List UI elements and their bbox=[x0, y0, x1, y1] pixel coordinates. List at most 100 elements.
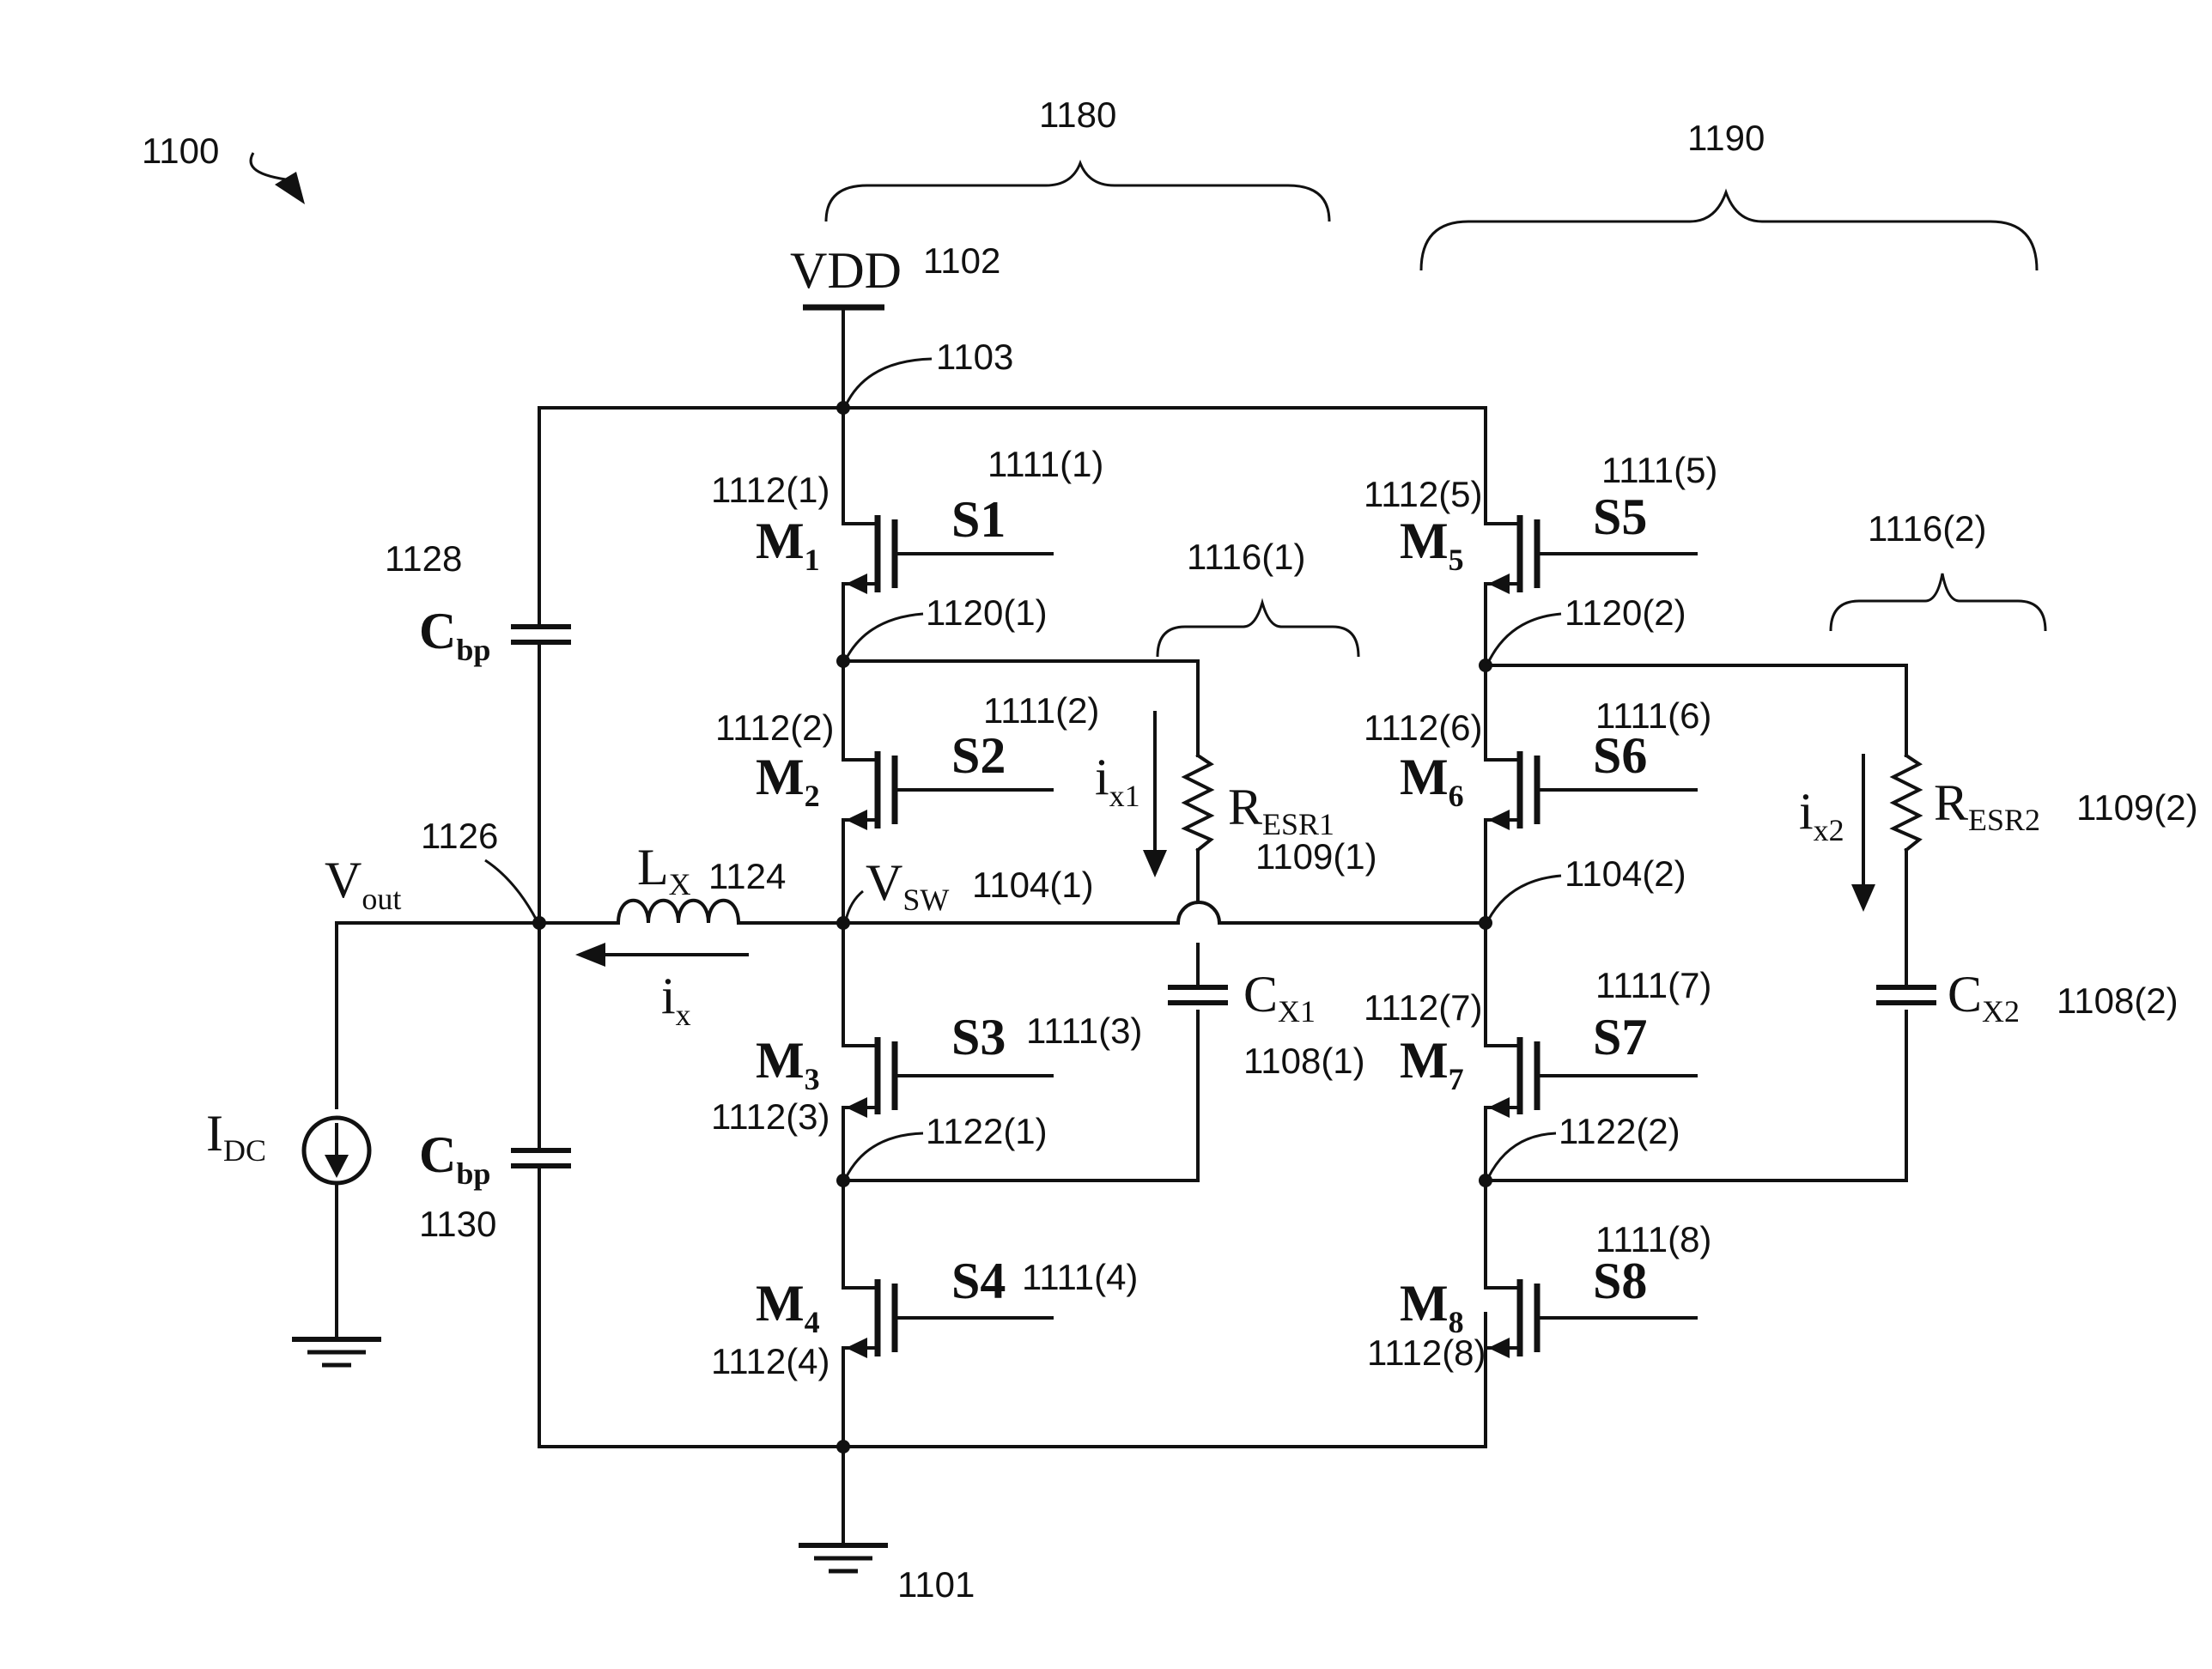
brace-1116-2 bbox=[1831, 574, 2045, 631]
cbp-bottom-label: Cbp bbox=[419, 1126, 490, 1191]
leader-1120-2 bbox=[1488, 614, 1561, 663]
capacitor-cbp-top bbox=[511, 625, 571, 642]
cbp-top-ref: 1128 bbox=[385, 538, 462, 579]
figure-arrow bbox=[251, 153, 292, 180]
cbp-top-label: Cbp bbox=[419, 603, 490, 667]
m7-label: M7 bbox=[1400, 1032, 1464, 1096]
m4-ref: 1112(4) bbox=[711, 1341, 830, 1381]
s7-label: S7 bbox=[1593, 1009, 1647, 1065]
s4-label: S4 bbox=[951, 1253, 1006, 1309]
brace-1180 bbox=[826, 163, 1329, 222]
m1-ref: 1112(1) bbox=[711, 470, 830, 510]
right-column-wire bbox=[1486, 524, 1518, 1348]
capacitor-cx1 bbox=[1168, 987, 1228, 1003]
idc-label: IDC bbox=[206, 1105, 266, 1168]
s2-ref: 1111(2) bbox=[983, 690, 1099, 731]
ix-label: ix bbox=[661, 968, 691, 1032]
s5-ref: 1111(5) bbox=[1601, 450, 1717, 490]
node-1120-2-ref: 1120(2) bbox=[1565, 592, 1686, 633]
ix-arrowhead bbox=[575, 943, 605, 967]
s1-ref: 1111(1) bbox=[988, 444, 1103, 484]
m2-label: M2 bbox=[756, 749, 820, 813]
vsw-ref: 1104(1) bbox=[972, 865, 1094, 905]
cbp-bottom-ref: 1130 bbox=[419, 1204, 496, 1244]
s3-label: S3 bbox=[951, 1009, 1006, 1065]
cx1-ref: 1108(1) bbox=[1243, 1041, 1365, 1081]
resr1-ref: 1109(1) bbox=[1255, 836, 1377, 877]
vout-label: Vout bbox=[325, 852, 401, 916]
flying-branch-2-wire bbox=[1486, 665, 1906, 1180]
vsw-label: VSW bbox=[866, 854, 949, 917]
cx2-label: CX2 bbox=[1948, 966, 2020, 1029]
transistor-m2 bbox=[846, 751, 1052, 830]
m2-ref: 1112(2) bbox=[715, 707, 835, 748]
resistor-resr1 bbox=[1185, 756, 1211, 850]
brace-1116-1-label: 1116(1) bbox=[1187, 537, 1306, 577]
ix1-arrowhead bbox=[1143, 850, 1167, 877]
junction-1104-1 bbox=[836, 916, 850, 930]
figure-ref: 1100 bbox=[142, 130, 219, 171]
capacitor-cbp-bottom bbox=[511, 1150, 571, 1168]
brace-1190-label: 1190 bbox=[1687, 118, 1765, 158]
s7-ref: 1111(7) bbox=[1595, 965, 1711, 1005]
ground-center bbox=[799, 1545, 888, 1571]
ix2-label: ix2 bbox=[1799, 783, 1844, 847]
node-1120-1-ref: 1120(1) bbox=[926, 592, 1048, 633]
leader-1104-2 bbox=[1488, 876, 1561, 920]
s5-label: S5 bbox=[1593, 489, 1647, 545]
s8-label: S8 bbox=[1593, 1253, 1647, 1309]
cx2-ref: 1108(2) bbox=[2057, 980, 2179, 1021]
s6-label: S6 bbox=[1593, 727, 1647, 784]
transistor-m8 bbox=[1488, 1279, 1696, 1358]
resr1-label: RESR1 bbox=[1228, 779, 1334, 841]
vout-wire bbox=[337, 923, 539, 1108]
leader-1122-1 bbox=[846, 1133, 923, 1178]
transistor-m7 bbox=[1488, 1037, 1696, 1118]
ix2-arrowhead bbox=[1851, 884, 1875, 912]
transistor-m6 bbox=[1488, 751, 1696, 830]
m1-label: M1 bbox=[756, 513, 820, 577]
brace-1116-1 bbox=[1158, 603, 1358, 657]
s1-label: S1 bbox=[951, 491, 1006, 548]
resr2-label: RESR2 bbox=[1934, 774, 2040, 837]
transistor-m1 bbox=[846, 515, 1052, 594]
junction-1103 bbox=[836, 401, 850, 415]
s2-label: S2 bbox=[951, 727, 1006, 784]
node-1122-2-ref: 1122(2) bbox=[1559, 1111, 1680, 1151]
ix1-label: ix1 bbox=[1095, 749, 1140, 813]
gnd-ref: 1101 bbox=[897, 1564, 975, 1605]
ground-left bbox=[292, 1339, 381, 1365]
leader-1126 bbox=[485, 860, 537, 920]
resr2-ref: 1109(2) bbox=[2076, 787, 2198, 828]
m5-label: M5 bbox=[1400, 513, 1464, 577]
lx-ref: 1124 bbox=[708, 856, 786, 896]
m3-ref: 1112(3) bbox=[711, 1096, 830, 1137]
m8-ref: 1112(8) bbox=[1367, 1332, 1486, 1373]
figure-arrowhead bbox=[275, 172, 305, 204]
brace-1180-label: 1180 bbox=[1039, 94, 1116, 135]
m8-label: M8 bbox=[1400, 1275, 1464, 1339]
capacitor-cx2 bbox=[1876, 987, 1936, 1003]
junction-ground bbox=[836, 1440, 850, 1454]
s4-ref: 1111(4) bbox=[1022, 1257, 1138, 1297]
lx-label: LX bbox=[637, 839, 691, 901]
node-1104-2-ref: 1104(2) bbox=[1565, 853, 1686, 894]
transistor-m3 bbox=[846, 1037, 1052, 1118]
transistor-m4 bbox=[846, 1279, 1052, 1358]
leader-1120-1 bbox=[846, 614, 923, 659]
bottom-rail bbox=[539, 1314, 1486, 1447]
left-column-source-links bbox=[843, 584, 876, 1348]
m5-ref: 1112(5) bbox=[1364, 474, 1483, 514]
leader-vsw bbox=[846, 891, 863, 920]
m6-ref: 1112(6) bbox=[1364, 707, 1483, 748]
m4-label: M4 bbox=[756, 1275, 820, 1339]
vdd-ref: 1102 bbox=[923, 240, 1000, 281]
brace-1190 bbox=[1421, 192, 2037, 270]
cx1-label: CX1 bbox=[1243, 966, 1316, 1029]
leader-1122-2 bbox=[1488, 1133, 1556, 1178]
inductor-lx bbox=[618, 901, 738, 923]
vdd-label: VDD bbox=[790, 242, 902, 299]
node-1103-leader bbox=[846, 359, 932, 405]
brace-1116-2-label: 1116(2) bbox=[1868, 508, 1987, 549]
